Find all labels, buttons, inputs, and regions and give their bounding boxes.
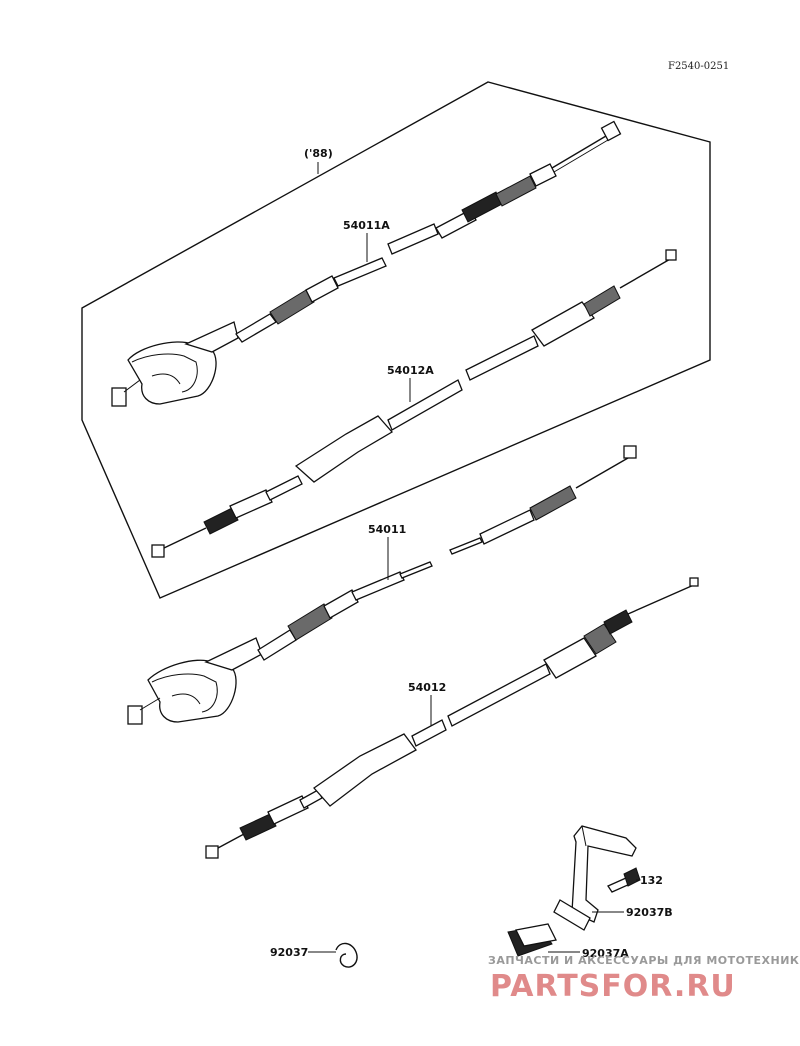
part-label-132: 132 bbox=[640, 874, 663, 887]
part-label-92037B: 92037B bbox=[626, 906, 673, 919]
clip-92037 bbox=[335, 942, 358, 968]
part-label-54012: 54012 bbox=[408, 681, 446, 694]
group-boundary bbox=[81, 81, 711, 599]
cable-54012A bbox=[151, 249, 677, 558]
part-label-54011: 54011 bbox=[368, 523, 406, 536]
watermark-tagline: ЗАПЧАСТИ И АКСЕССУАРЫ ДЛЯ МОТОТЕХНИКИ bbox=[488, 954, 800, 967]
bracket-assembly bbox=[507, 825, 641, 957]
group-label: ('88) bbox=[304, 147, 333, 160]
cable-54011 bbox=[127, 445, 637, 725]
watermark-logo: PARTSFOR.RU bbox=[490, 969, 736, 1004]
part-label-92037: 92037 bbox=[270, 946, 308, 959]
part-label-54012A: 54012A bbox=[387, 364, 434, 377]
diagram-code: F2540-0251 bbox=[668, 61, 729, 72]
cable-54011A bbox=[111, 120, 622, 407]
part-label-54011A: 54011A bbox=[343, 219, 390, 232]
cable-54012 bbox=[205, 577, 699, 859]
part-label-92037A: 92037A bbox=[582, 947, 629, 960]
